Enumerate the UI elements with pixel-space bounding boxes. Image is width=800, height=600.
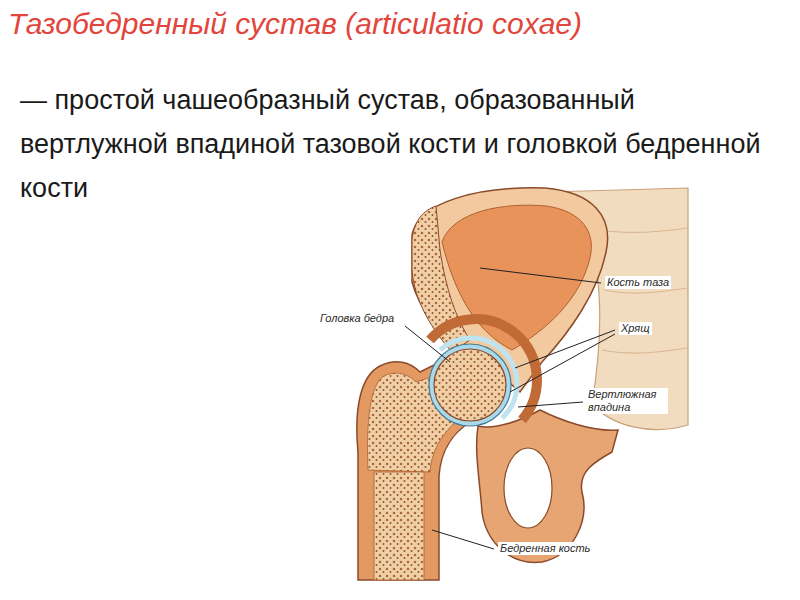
part-label: Кость таза bbox=[605, 276, 671, 289]
slide-title: Тазобедренный сустав (articulatio coxae) bbox=[8, 6, 792, 42]
leader-line bbox=[518, 402, 583, 407]
wrap-spacer bbox=[779, 78, 780, 185]
sacrum-ridges bbox=[600, 228, 688, 353]
part-label: Хрящ bbox=[619, 322, 652, 335]
femur-medullary bbox=[374, 472, 424, 580]
definition-text: — простой чашеобразный сустав, образован… bbox=[20, 85, 760, 203]
leader-line bbox=[405, 326, 450, 362]
obturator-foramen bbox=[504, 448, 552, 528]
pubis-ischium bbox=[477, 410, 618, 562]
image-ground bbox=[315, 185, 690, 580]
leader-line bbox=[480, 268, 601, 283]
leader-line bbox=[432, 530, 494, 549]
body-wrap: — простой чашеобразный сустав, образован… bbox=[20, 78, 780, 600]
head-cartilage bbox=[429, 344, 511, 426]
acetabulum-rim bbox=[430, 319, 537, 420]
part-label: Бедренная кость bbox=[498, 542, 592, 555]
part-label: Вертлюжная впадина bbox=[586, 388, 668, 414]
leader-line bbox=[515, 330, 615, 368]
leader-line bbox=[510, 334, 615, 392]
part-label: Головка бедра bbox=[318, 312, 396, 325]
femoral-head bbox=[434, 349, 506, 421]
wrap-spacer bbox=[302, 185, 780, 600]
acetabulum-cartilage bbox=[440, 338, 517, 418]
